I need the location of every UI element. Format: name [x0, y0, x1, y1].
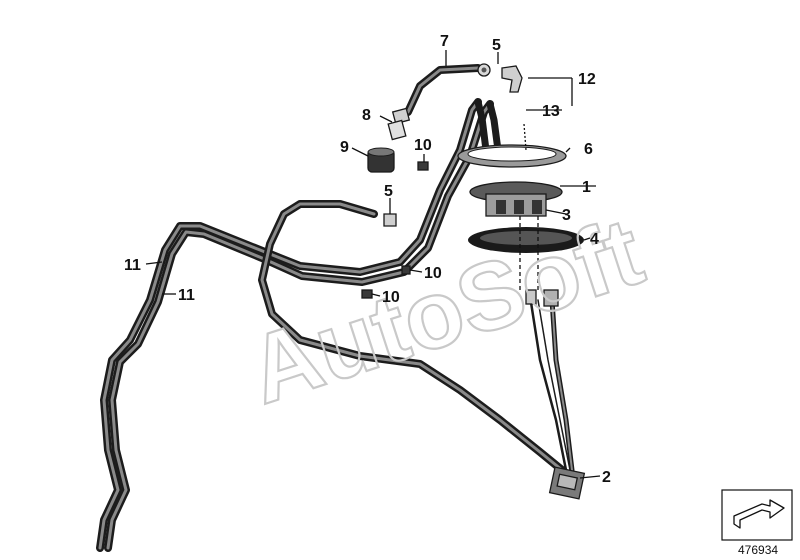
callout-2: 2 [602, 469, 611, 486]
callout-5-middle: 5 [384, 183, 393, 200]
hose-clip-top [477, 63, 491, 77]
pump-gasket [468, 227, 584, 253]
callout-3: 3 [562, 207, 571, 224]
callout-11-upper: 11 [124, 257, 141, 274]
callout-5-top: 5 [492, 37, 501, 54]
hose-clip-middle [383, 213, 397, 227]
orientation-arrow-icon [721, 489, 793, 541]
quick-coupling [387, 107, 411, 141]
callout-10-lower: 10 [382, 289, 400, 306]
callout-12: 12 [578, 71, 596, 88]
pump-outlet-pipes [474, 98, 502, 154]
callout-10-upper: 10 [414, 137, 432, 154]
callout-6: 6 [584, 141, 593, 158]
callout-1: 1 [582, 179, 591, 196]
leader-lines [145, 50, 601, 479]
pump-flange [469, 181, 563, 217]
callout-9: 9 [340, 139, 349, 156]
callout-4: 4 [590, 231, 599, 248]
callout-7: 7 [440, 33, 449, 50]
callout-8: 8 [362, 107, 371, 124]
rubber-grommet [367, 147, 395, 173]
callout-10-middle: 10 [424, 265, 442, 282]
fuel-pump-assembly [457, 123, 584, 290]
callout-labels: 7 5 12 13 8 9 10 5 6 1 3 4 10 10 11 11 2 [124, 33, 611, 486]
callout-11-lower: 11 [178, 287, 195, 304]
fuel-hose-lower [258, 200, 566, 474]
fuel-hose-left [96, 98, 494, 552]
reference-number: 476934 [738, 543, 778, 557]
wiring-harness [525, 289, 586, 500]
fuel-hose-upper [404, 64, 482, 116]
retaining-ring [457, 144, 567, 168]
elbow-connector [501, 65, 523, 93]
callout-13: 13 [542, 103, 560, 120]
cable-tie-upper [417, 161, 429, 171]
